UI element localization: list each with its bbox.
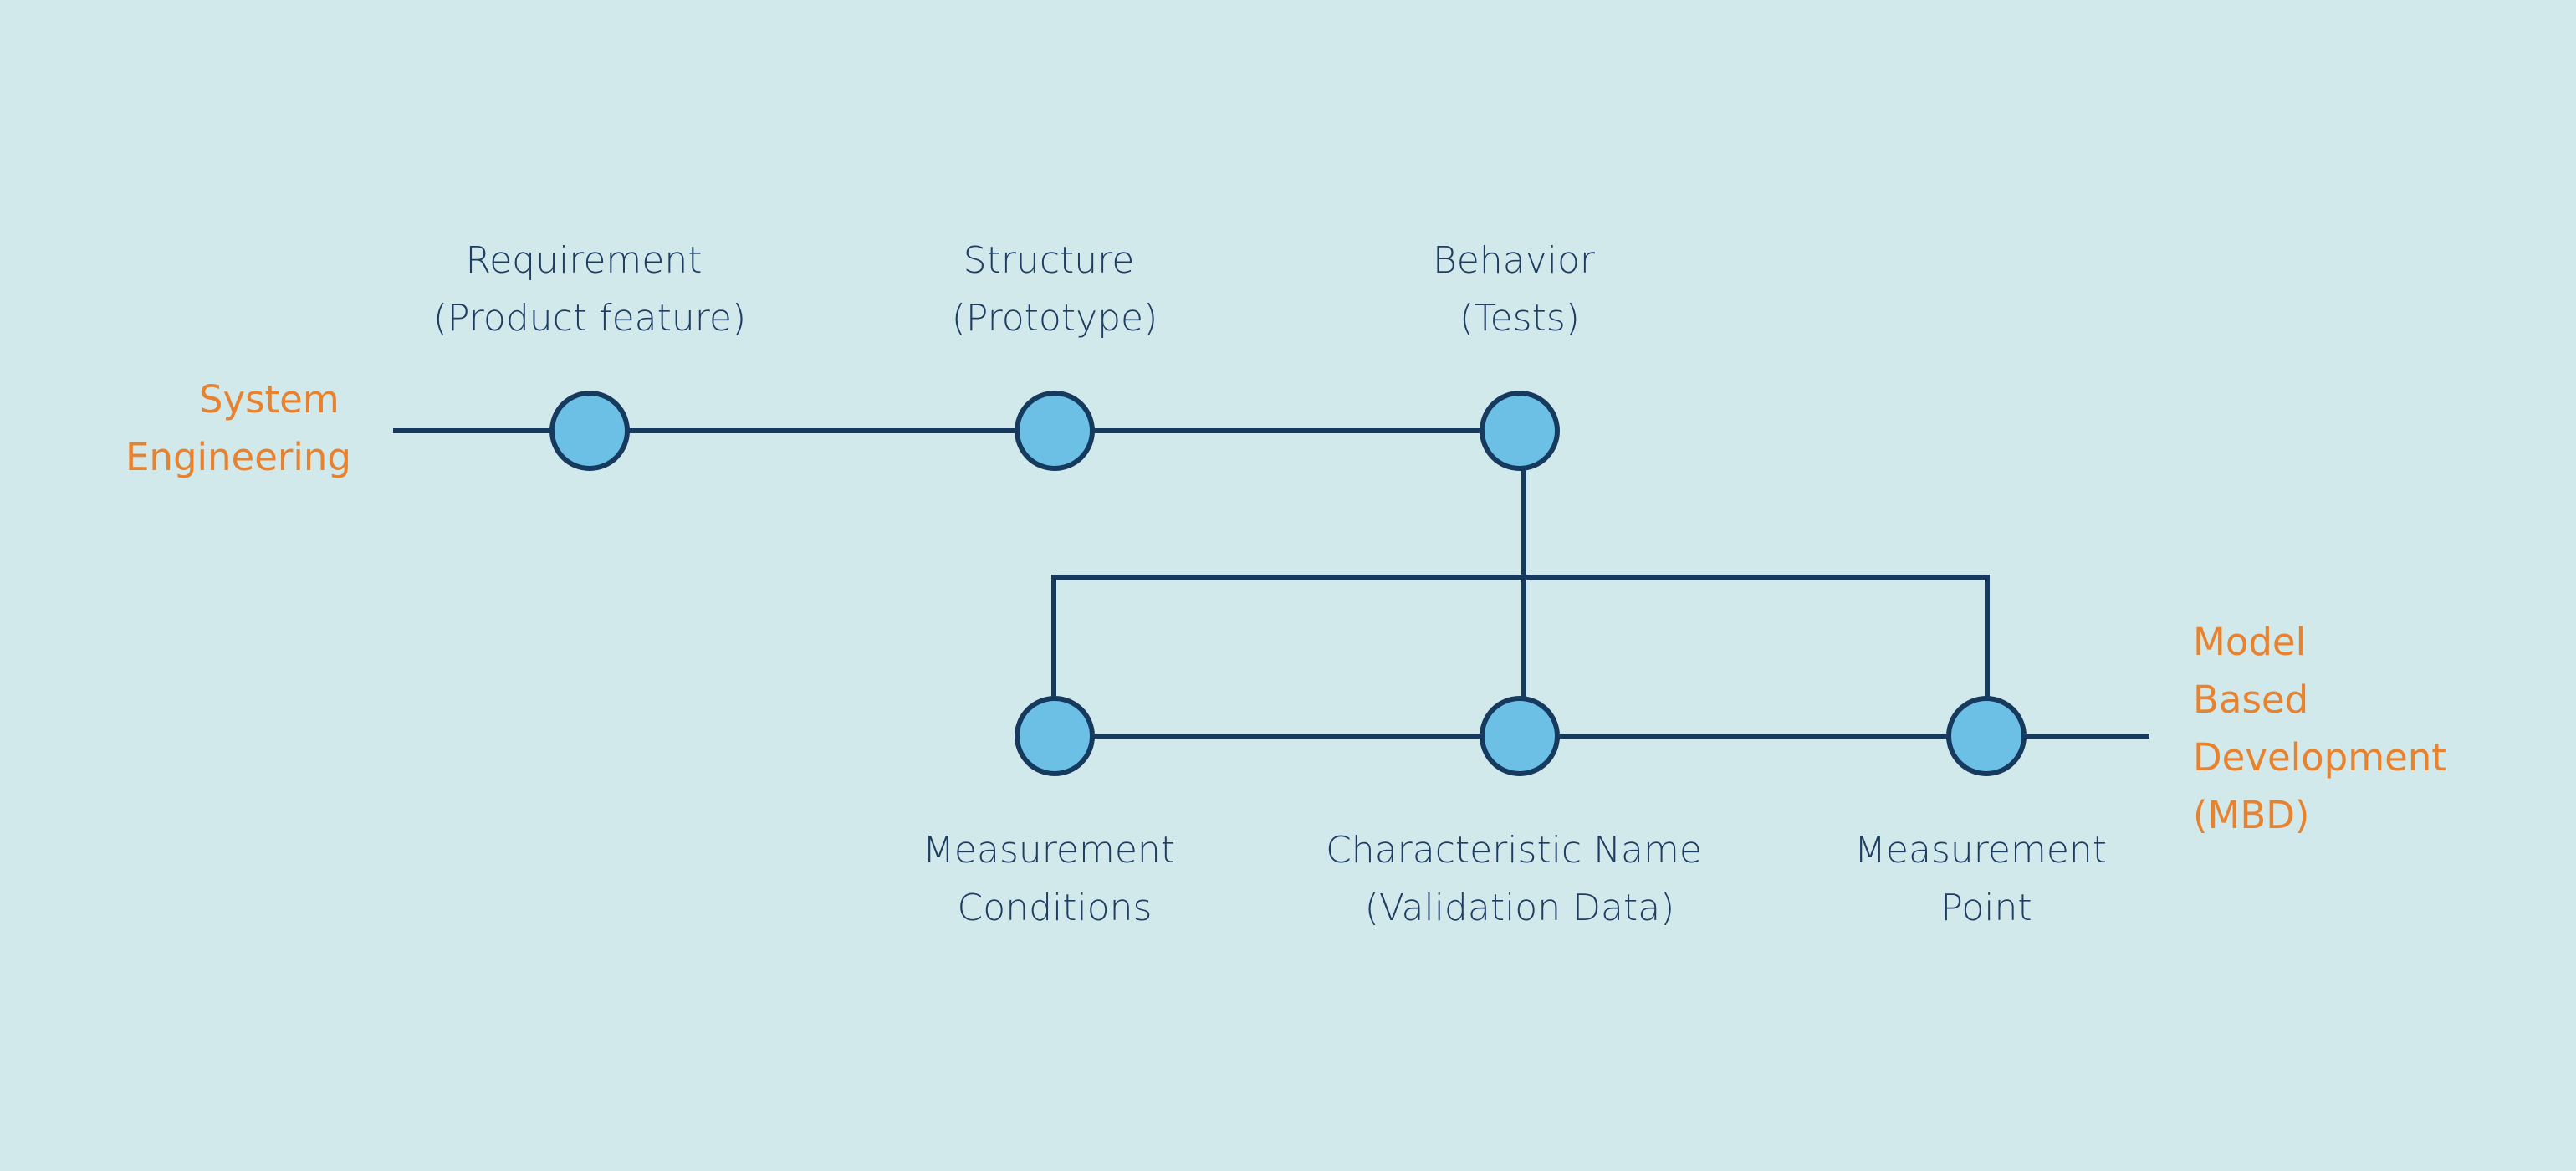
structure-label-line: Structure <box>963 239 1135 282</box>
requirement-label: Requirement (Product feature) <box>433 239 746 340</box>
characteristic-name-label-line: Characteristic Name <box>1326 829 1702 872</box>
system-engineering-label: System Engineering <box>125 377 351 479</box>
measurement-point-label: Measurement Point <box>1854 829 2119 929</box>
characteristic-name-label-line: (Validation Data) <box>1365 887 1675 929</box>
measurement-conditions-label-line: Measurement <box>923 829 1175 872</box>
behavior-node <box>1480 391 1560 471</box>
measurement-point-label-line: Point <box>1940 887 2032 929</box>
measurement-conditions-label-line: Conditions <box>958 887 1153 929</box>
connectors <box>393 428 2149 739</box>
behavior-label-line: Behavior <box>1433 239 1596 282</box>
mbd-label-line: (MBD) <box>2193 793 2309 837</box>
mbd-label-line: Based <box>2193 678 2308 722</box>
node-labels: Requirement (Product feature) Structure … <box>433 239 2119 929</box>
nodes <box>549 391 2027 776</box>
measurement-conditions-node <box>1015 696 1095 776</box>
requirement-label-line: Requirement <box>466 239 703 282</box>
behavior-label-line: (Tests) <box>1459 297 1580 340</box>
measurement-conditions-label: Measurement Conditions <box>923 829 1187 929</box>
measurement-point-label-line: Measurement <box>1854 829 2107 872</box>
system-engineering-label-line: Engineering <box>125 435 351 479</box>
system-engineering-label-line: System <box>199 377 340 422</box>
track-labels: System Engineering Model Based Developme… <box>125 377 2458 837</box>
structure-label-line: (Prototype) <box>952 297 1158 340</box>
structure-node <box>1015 391 1095 471</box>
requirement-node <box>549 391 630 471</box>
characteristic-name-label: Characteristic Name (Validation Data) <box>1326 829 1714 929</box>
structure-label: Structure (Prototype) <box>952 239 1158 340</box>
requirement-label-line: (Product feature) <box>433 297 746 340</box>
measurement-point-node <box>1946 696 2027 776</box>
behavior-label: Behavior (Tests) <box>1433 239 1607 340</box>
mbd-label-line: Development <box>2193 735 2446 780</box>
measurement-bracket-connector <box>1051 575 1990 701</box>
mbd-label: Model Based Development (MBD) <box>2193 620 2458 837</box>
characteristic-name-node <box>1480 696 1560 776</box>
mbd-label-line: Model <box>2193 620 2306 664</box>
